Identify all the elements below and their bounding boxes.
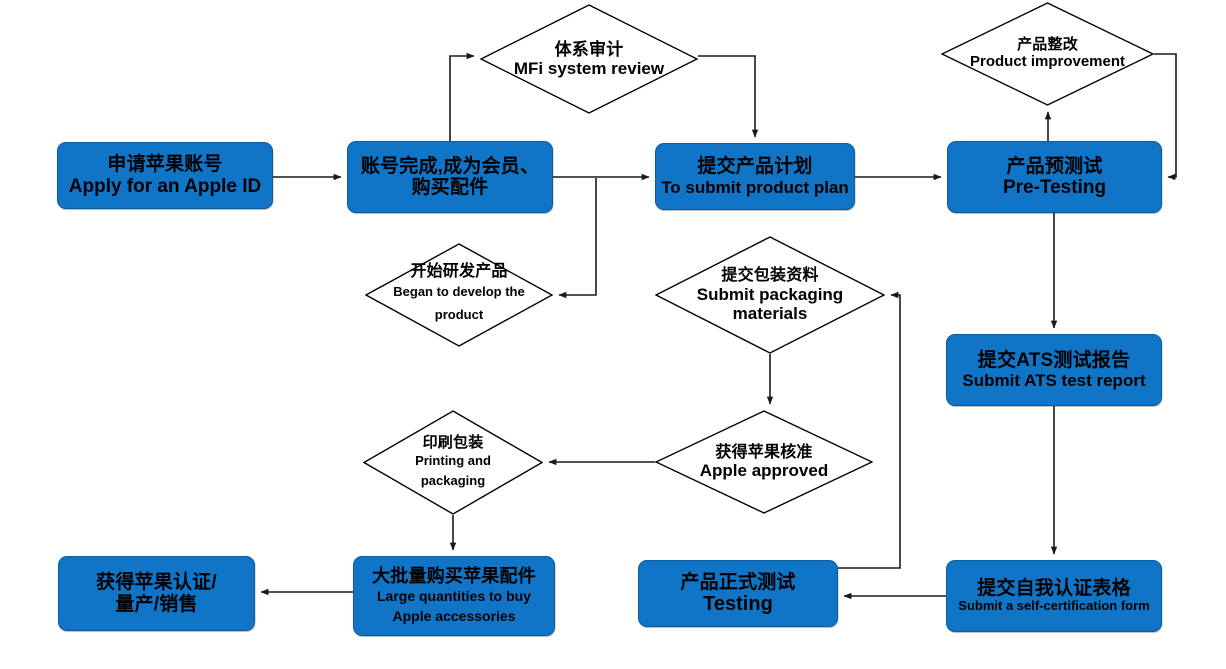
- node-label-en: Submit ATS test report: [962, 371, 1146, 391]
- node-label-en: MFi system review: [513, 59, 665, 78]
- edge-mfi-to-plan: [698, 55, 759, 138]
- node-printing-and-packaging[interactable]: 印刷包装 Printing and packaging: [363, 410, 543, 515]
- node-begin-developing-product[interactable]: 开始研发产品 Began to develop the product: [365, 243, 553, 347]
- node-apple-certified-mass-production-sales[interactable]: 获得苹果认证/ 量产/销售: [58, 556, 255, 631]
- node-product-improvement[interactable]: 产品整改 Product improvement: [941, 2, 1154, 106]
- node-label-cn: 提交产品计划: [697, 156, 813, 178]
- node-label-en: Submit a self-certification form: [958, 598, 1150, 614]
- node-label-cn: 产品正式测试: [680, 571, 796, 593]
- node-label-en-2: product: [434, 306, 484, 322]
- node-label-en: Apply for an Apple ID: [68, 175, 262, 197]
- diamond-shape: [655, 236, 885, 354]
- node-label-cn: 获得苹果认证/: [96, 572, 217, 594]
- node-pre-testing[interactable]: 产品预测试 Pre-Testing: [947, 141, 1162, 213]
- node-label-cn: 产品整改: [1017, 36, 1078, 54]
- diamond-shape: [365, 243, 553, 347]
- edge-account-to-mfi: [449, 52, 475, 141]
- node-label-cn: 体系审计: [554, 39, 624, 59]
- node-label-cn: 印刷包装: [422, 433, 484, 451]
- node-label-en: To submit product plan: [661, 177, 849, 197]
- node-mfi-system-review[interactable]: 体系审计 MFi system review: [480, 4, 698, 114]
- node-account-complete-become-member[interactable]: 账号完成,成为会员、 购买配件: [347, 141, 553, 213]
- node-label-cn: 提交自我认证表格: [977, 578, 1131, 600]
- node-buy-apple-accessories-in-bulk[interactable]: 大批量购买苹果配件 Large quantities to buy Apple …: [353, 556, 555, 636]
- node-label-en: Pre-Testing: [1002, 177, 1107, 198]
- node-submit-self-certification-form[interactable]: 提交自我认证表格 Submit a self-certification for…: [946, 560, 1162, 632]
- node-label-cn: 获得苹果核准: [715, 443, 813, 461]
- node-label-en: Apple approved: [699, 461, 829, 481]
- node-label-en: Large quantities to buy: [376, 587, 531, 604]
- node-label-cn: 大批量购买苹果配件: [372, 565, 536, 586]
- node-apple-approved[interactable]: 获得苹果核准 Apple approved: [655, 410, 873, 514]
- node-label-cn: 账号完成,成为会员、: [360, 155, 540, 177]
- node-product-formal-testing[interactable]: 产品正式测试 Testing: [638, 560, 838, 627]
- node-label-cn: 开始研发产品: [410, 263, 508, 281]
- node-label-en: Product improvement: [969, 53, 1126, 70]
- node-label-en-2: packaging: [420, 472, 486, 488]
- node-label-cn: 产品预测试: [1006, 155, 1103, 177]
- node-label-en: Submit packaging: [696, 284, 844, 304]
- node-label-en-2: materials: [732, 303, 808, 323]
- node-label-en-2: Apple accessories: [392, 608, 516, 625]
- node-label-cn: 申请苹果账号: [107, 154, 223, 176]
- diamond-shape: [480, 4, 698, 114]
- node-label-en: Printing and: [415, 453, 491, 469]
- node-label-cn: 提交包装资料: [721, 267, 819, 285]
- edge-account-to-begindev: [558, 178, 597, 299]
- node-label-cn: 提交ATS测试报告: [977, 349, 1131, 371]
- diamond-shape: [655, 410, 873, 514]
- diamond-shape: [363, 410, 543, 515]
- node-apply-for-apple-id[interactable]: 申请苹果账号 Apply for an Apple ID: [57, 142, 273, 209]
- node-label-cn-2: 购买配件: [411, 177, 489, 198]
- node-label-en: Began to develop the: [393, 284, 525, 300]
- diamond-shape: [941, 2, 1154, 106]
- node-submit-product-plan[interactable]: 提交产品计划 To submit product plan: [655, 143, 855, 210]
- node-label-cn-2: 量产/销售: [115, 593, 198, 615]
- node-submit-ats-test-report[interactable]: 提交ATS测试报告 Submit ATS test report: [946, 334, 1162, 406]
- node-submit-packaging-materials[interactable]: 提交包装资料 Submit packaging materials: [655, 236, 885, 354]
- node-label-en: Testing: [703, 592, 773, 615]
